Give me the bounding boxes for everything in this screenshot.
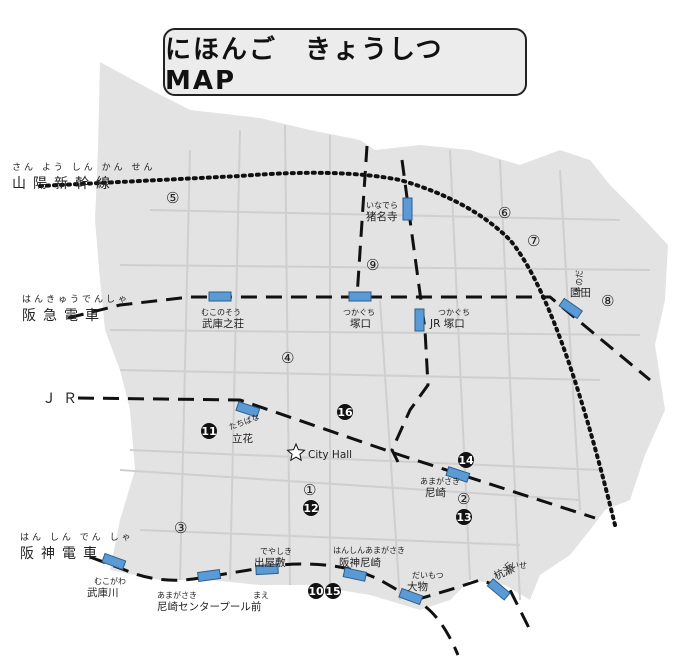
marker-16[interactable]: 16 bbox=[337, 406, 353, 419]
station-center-pool-ruby: あまがさき まえ bbox=[157, 590, 269, 600]
marker-15[interactable]: 15 bbox=[325, 585, 340, 598]
station-sonoda-label: 園田 bbox=[570, 287, 591, 299]
hankyu-itami-line bbox=[355, 145, 369, 298]
marker-10-disc bbox=[308, 583, 324, 599]
marker-10[interactable]: 10 bbox=[308, 585, 324, 598]
station-markers bbox=[101, 197, 584, 606]
station-tachibana-label: 立花 bbox=[232, 432, 253, 445]
hankyu-line-name: 阪急電車 bbox=[22, 307, 106, 324]
station-tsukaguchi-hankyu-ruby: つかぐち bbox=[343, 308, 375, 317]
marker-3[interactable]: ③ bbox=[174, 519, 187, 537]
jr-line-name: ＪＲ bbox=[42, 391, 84, 407]
station-deyashiki-label: 出屋敷 bbox=[254, 556, 286, 569]
marker-9[interactable]: ⑨ bbox=[366, 256, 379, 274]
city-hall-label[interactable]: City Hall bbox=[308, 449, 352, 461]
station-amagasaki-jr-ruby: あまがさき bbox=[420, 476, 460, 486]
station-inadera-ruby: いなでら bbox=[366, 201, 398, 210]
hanshin-line-name: 阪神電車 bbox=[20, 545, 104, 562]
station-daimotsu[interactable] bbox=[398, 587, 424, 606]
station-kuise-ruby: くいせ bbox=[503, 561, 527, 570]
station-inadera[interactable] bbox=[402, 197, 413, 221]
jr-kobe-line bbox=[77, 396, 596, 520]
marker-12[interactable]: 12 bbox=[303, 502, 318, 515]
station-mukonoso-ruby: むこのそう bbox=[201, 308, 241, 317]
filled-markers: 10 11 12 13 14 15 16 bbox=[201, 404, 474, 599]
station-hanshin-amagasaki-label: 阪神尼崎 bbox=[339, 556, 381, 569]
station-mukogawa-label: 武庫川 bbox=[87, 586, 119, 599]
station-tsukaguchi-hankyu[interactable] bbox=[348, 291, 372, 302]
station-mukogawa[interactable] bbox=[101, 552, 127, 571]
marker-14[interactable]: 14 bbox=[458, 454, 474, 467]
hankyu-kobe-line bbox=[67, 295, 651, 382]
station-sonoda-ruby: そのだ bbox=[575, 270, 584, 294]
station-deyashiki-ruby: でやしき bbox=[260, 547, 292, 556]
marker-6[interactable]: ⑥ bbox=[498, 204, 511, 222]
station-amagasaki-jr-label: 尼崎 bbox=[425, 486, 446, 499]
station-center-pool[interactable] bbox=[196, 568, 222, 583]
hankyu-line-ruby: はんきゅうでんしゃ bbox=[22, 294, 130, 305]
station-sonoda[interactable] bbox=[558, 297, 584, 320]
marker-16-disc bbox=[337, 404, 353, 420]
marker-11[interactable]: 11 bbox=[201, 425, 216, 438]
station-tachibana[interactable] bbox=[235, 401, 261, 418]
sanyo-line-name: 山陽新幹線 bbox=[12, 175, 117, 192]
station-center-pool-label: 尼崎センタープール前 bbox=[157, 600, 261, 613]
hanshin-main-line-east bbox=[414, 578, 532, 631]
station-tsukaguchi-jr-ruby: つかぐち bbox=[438, 308, 470, 317]
map-title-box: にほんご きょうしつ MAP bbox=[163, 28, 527, 96]
marker-4[interactable]: ④ bbox=[281, 349, 294, 367]
hanshin-line-ruby: はん しん でん しゃ bbox=[20, 532, 134, 543]
marker-5[interactable]: ⑤ bbox=[166, 189, 179, 207]
station-mukogawa-ruby: むこがわ bbox=[94, 576, 126, 586]
marker-14-disc bbox=[458, 452, 474, 468]
station-tsukaguchi-jr[interactable] bbox=[414, 308, 425, 332]
sanyo-line-ruby: さん よう しん かん せん bbox=[12, 162, 155, 173]
hanshin-main-line bbox=[89, 555, 460, 656]
marker-7[interactable]: ⑦ bbox=[527, 232, 540, 250]
station-mukonoso-label: 武庫之荘 bbox=[202, 317, 244, 330]
station-mukonoso[interactable] bbox=[208, 291, 232, 302]
station-daimotsu-ruby: だいもつ bbox=[412, 571, 444, 580]
marker-2[interactable]: ② bbox=[457, 490, 470, 508]
marker-11-disc bbox=[201, 423, 217, 439]
marker-12-disc bbox=[303, 500, 319, 516]
station-kuise[interactable] bbox=[486, 578, 511, 601]
sanyo-shinkansen-line bbox=[38, 170, 617, 527]
station-inadera-label: 猪名寺 bbox=[366, 210, 398, 223]
marker-13[interactable]: 13 bbox=[456, 511, 471, 524]
station-amagasaki-jr[interactable] bbox=[445, 466, 471, 483]
station-tsukaguchi-jr-label: JR 塚口 bbox=[429, 318, 465, 330]
marker-13-disc bbox=[456, 509, 472, 525]
marker-8[interactable]: ⑧ bbox=[601, 292, 614, 310]
map-title: にほんご きょうしつ MAP bbox=[165, 34, 472, 96]
marker-1[interactable]: ① bbox=[303, 481, 316, 499]
star-outline-icon bbox=[286, 442, 306, 462]
station-tsukaguchi-hankyu-label: 塚口 bbox=[350, 318, 371, 330]
station-deyashiki[interactable] bbox=[255, 563, 279, 576]
station-hanshin-amagasaki-ruby: はんしんあまがさき bbox=[333, 545, 405, 555]
station-hanshin-amagasaki[interactable] bbox=[342, 567, 368, 582]
marker-15-disc bbox=[325, 583, 341, 599]
station-daimotsu-label: 大物 bbox=[407, 580, 428, 593]
